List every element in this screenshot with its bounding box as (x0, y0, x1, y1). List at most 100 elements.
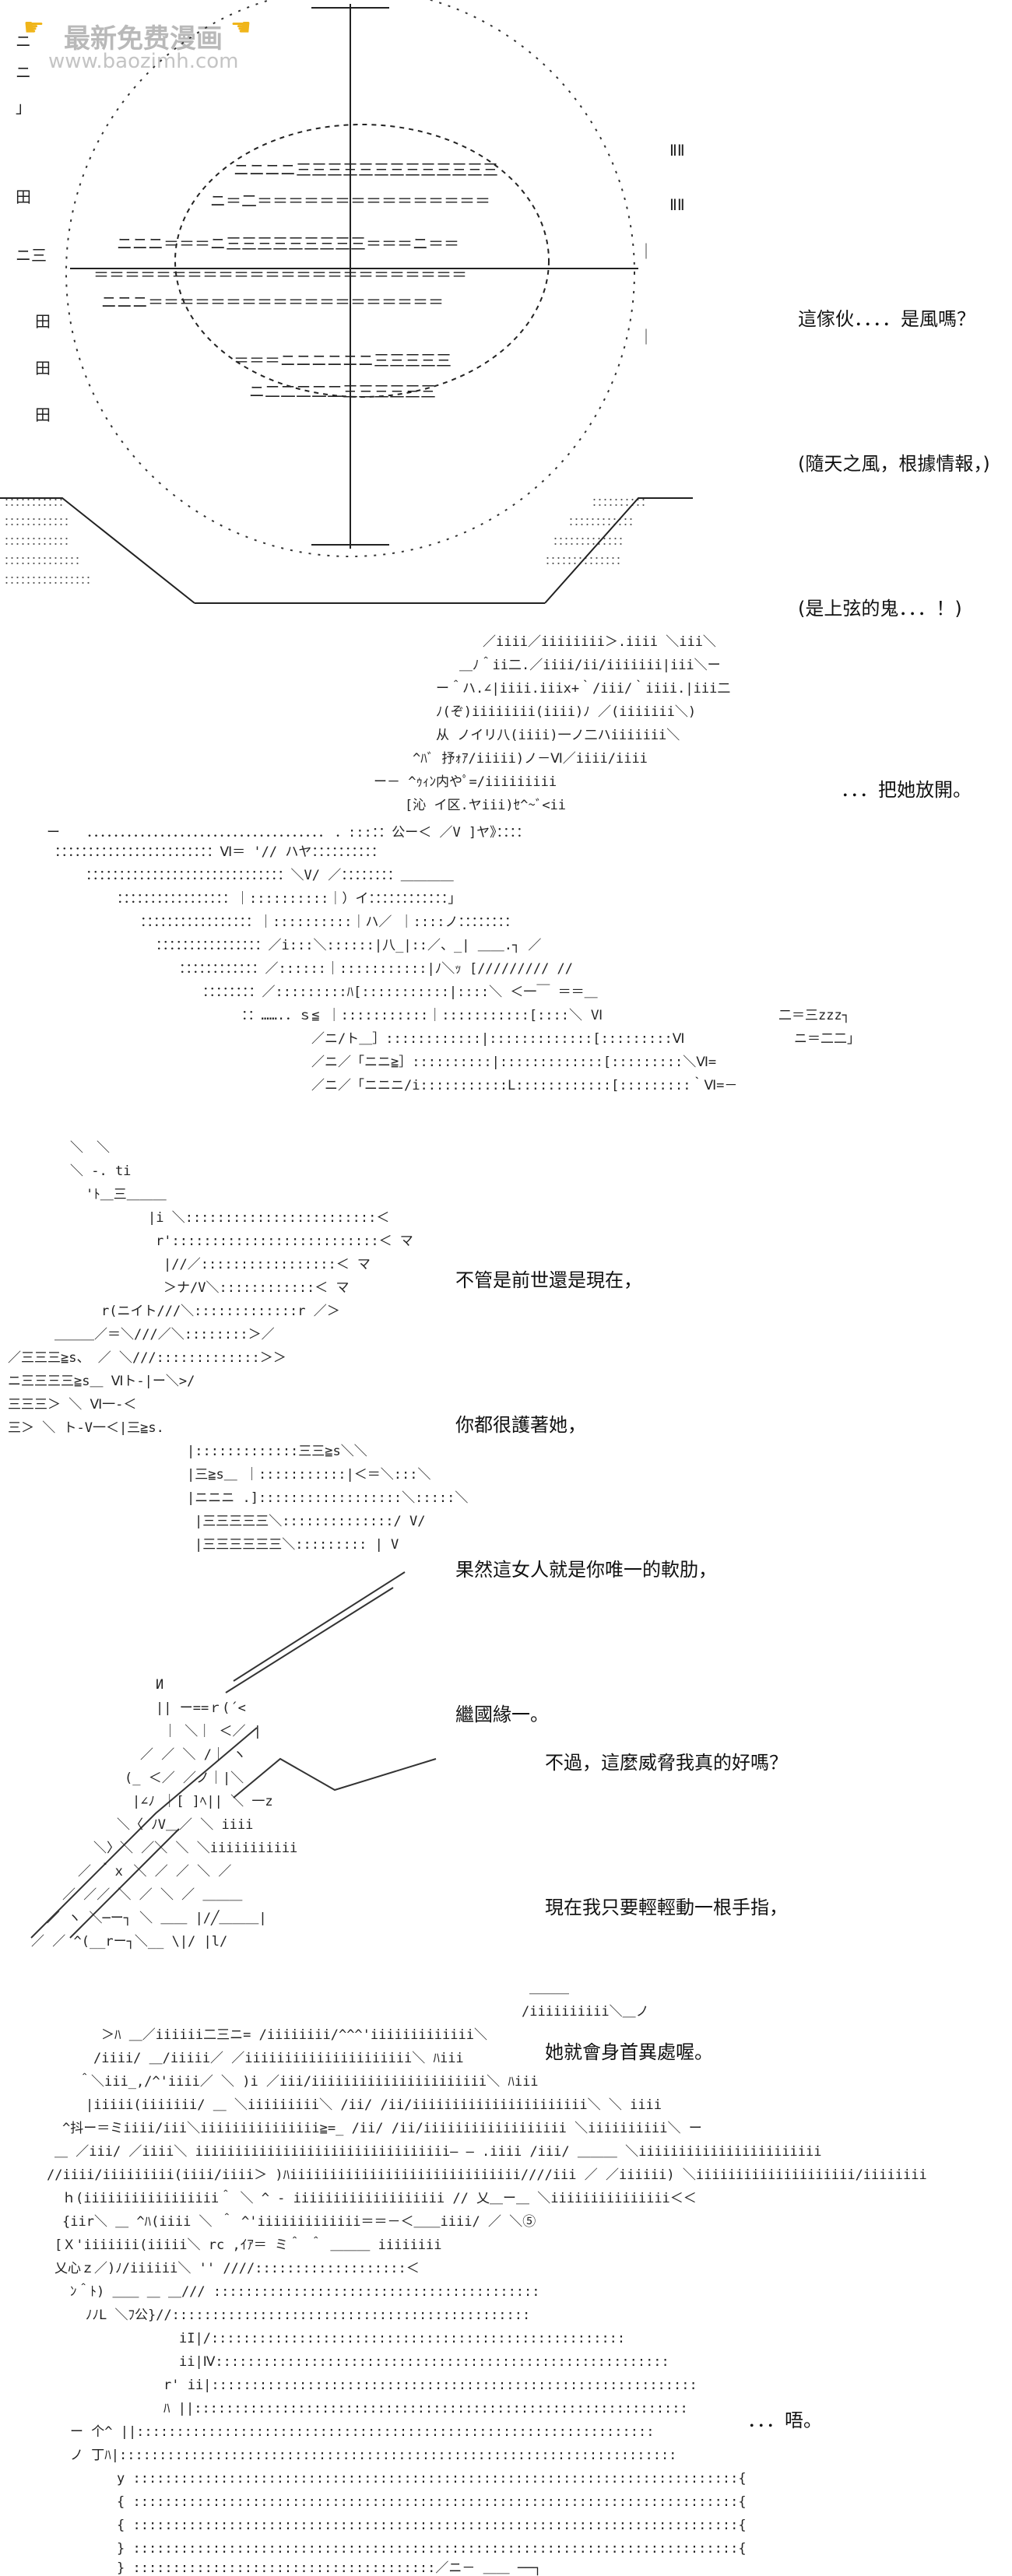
svg-text:乂心ｚ／)ﾉ/iiiiii＼ '' ////::::::::: 乂心ｚ／)ﾉ/iiiiii＼ '' ////::::::::::::::::::… (54, 2261, 420, 2276)
svg-text:从 ノイリ八(iiii)一ノ二ハiiiiiii＼: 从 ノイリ八(iiii)一ノ二ハiiiiiii＼ (436, 728, 680, 743)
svg-text:」: 」 (16, 98, 31, 117)
two-figures-illustration: ＿＿＿ /iiiiiiiiii＼＿ノ ＞ﾊ ＿／iiiiii二三ニ= /iiii… (47, 1981, 927, 2576)
svg-text:} ::::::::::::::::::::::::::::: } ::::::::::::::::::::::::::::::::::::::… (117, 2541, 747, 2557)
svg-text:ー－ ^ｩｨﾝ内やﾟ=/iiiiiiiii: ー－ ^ｩｨﾝ内やﾟ=/iiiiiiiii (374, 774, 557, 790)
dialog-line: ．．．把她放開。 (841, 779, 972, 801)
svg-text:ニニニニ三三三三三三三三三三三三三: ニニニニ三三三三三三三三三三三三三 (234, 160, 498, 179)
panel-4: И || ー==ｒ(´< ｜ ＼｜ ＜／ | ／ ／ ＼ /｜ ヽ (_ ＜／ … (0, 1556, 1012, 2063)
svg-text:：：：：：：：：：：：: ：：：：：：：：：：： (4, 497, 69, 509)
svg-text:＼〈 ﾉV＿／ ＼ iiii: ＼〈 ﾉV＿／ ＼ iiii (117, 1817, 253, 1833)
svg-text:＿＿＿／＝＼///／＼::::::::＞／: ＿＿＿／＝＼///／＼::::::::＞／ (54, 1327, 275, 1342)
svg-text:ニニニ＝＝＝＝＝＝＝＝＝＝＝＝＝＝＝＝＝＝＝: ニニニ＝＝＝＝＝＝＝＝＝＝＝＝＝＝＝＝＝＝＝ (101, 293, 444, 311)
svg-text:／ ／／ ＼ ／ ＼ ／ ＿＿＿: ／ ／／ ＼ ／ ＼ ／ ＿＿＿ (62, 1887, 242, 1903)
svg-text:：：：：：：：：：：：：：：：：: ：：：：：：：：：：：：：：：： (4, 574, 97, 587)
svg-text:ⅡⅡ: ⅡⅡ (669, 195, 685, 214)
svg-text:ー ．．．．．．．．．．．．．．．．．．．．．．．．．．．: ー ．．．．．．．．．．．．．．．．．．．．．．．．．．．．．．．．．．．． (47, 825, 332, 841)
svg-text:／ ヽ ＼─ー┐ ＼ ＿＿ |/╱＿＿＿|: ／ ヽ ＼─ー┐ ＼ ＿＿ |/╱＿＿＿| (47, 1910, 267, 1926)
svg-text:ﾝ＾ﾄ) ＿＿ ＿ ＿/// :::::::::::::::: ﾝ＾ﾄ) ＿＿ ＿ ＿/// :::::::::::::::::::::::::… (70, 2283, 540, 2300)
scope-illustration: ニニニニ三三三三三三三三三三三三三 ニ＝二＝＝＝＝＝＝＝＝＝＝＝＝＝＝＝ ニニニ… (0, 0, 693, 604)
svg-text:r(ニイト///＼:::::::::::::r ／＞: r(ニイト///＼:::::::::::::r ／＞ (101, 1304, 340, 1319)
svg-text:ニ: ニ (16, 63, 31, 82)
dialog-line: ．．．唔。 (747, 2409, 822, 2431)
svg-text:：：：：：：：：：：：：: ：：：：：：：：：：：： (4, 516, 75, 528)
sword-arm-illustration: ＼ ＼ ＼ -. ti 'ﾄ＿三＿＿＿ |i ＼::::::::::::::::… (8, 1140, 468, 1553)
svg-text:ニ三三三三≧s＿ Ⅵト-|ー＼>/: ニ三三三三≧s＿ Ⅵト-|ー＼>/ (8, 1374, 195, 1389)
svg-text:＼ -. ti: ＼ -. ti (70, 1163, 131, 1179)
watermark-title: 最新免费漫画 (64, 23, 223, 54)
svg-text:ニニニ＝＝＝ニ三三三三三三三三三＝＝＝ニ＝＝: ニニニ＝＝＝ニ三三三三三三三三三＝＝＝ニ＝＝ (117, 234, 459, 253)
svg-text:＼〉＼ ／＼ ＼ ＼iiiiiiiiiii: ＼〉＼ ／＼ ＼ ＼iiiiiiiiiii (93, 1841, 297, 1856)
svg-text:ニ: ニ (16, 32, 31, 51)
svg-text:田: 田 (35, 359, 51, 377)
svg-text:：：…….．ｓ≦ ｜:::::::::::｜::::::::: ：：…….．ｓ≦ ｜:::::::::::｜:::::::::::[::::＼ … (241, 1008, 603, 1023)
svg-text:ｈ(iiiiiiiiiiiiiiiii＾ ＼ ^ - iii: ｈ(iiiiiiiiiiiiiiiii＾ ＼ ^ - iiiiiiiiiiiii… (62, 2189, 697, 2206)
svg-text:｜: ｜ (638, 328, 654, 346)
svg-text:|三≧s＿ ｜:::::::::::|＜＝＼:::＼: |三≧s＿ ｜:::::::::::|＜＝＼:::＼ (187, 1467, 430, 1483)
svg-text:|| ー==ｒ(´<: || ー==ｒ(´< (156, 1700, 246, 1716)
svg-text:：：：：：：：：：：：：：：：：／i:::＼::::::|八: ：：：：：：：：：：：：：：：：／i:::＼::::::|八_|::／、_| ＿… (156, 938, 541, 953)
watermark-url: www.baozimh.com (48, 50, 239, 73)
svg-text:：：：：：：：：：：：：／::::::｜::::::::::: ：：：：：：：：：：：：／::::::｜:::::::::::|ﾉ＼ｯ [///… (179, 961, 573, 977)
svg-text:田: 田 (16, 188, 31, 206)
svg-text:ﾉﾉL ＼ﾌ公}//::::::::::::::::::::: ﾉﾉL ＼ﾌ公}//::::::::::::::::::::::::::::::… (86, 2308, 530, 2323)
svg-text:＼ ＼: ＼ ＼ (70, 1140, 110, 1156)
watermark: ☛ 最新免费漫画 ☚ www.baozimh.com (0, 0, 265, 86)
dialog-line: 繼國緣一。 (455, 1704, 549, 1725)
hand-point-right-icon: ☛ (23, 14, 44, 41)
svg-text:ニ三: ニ三 (16, 246, 47, 265)
blade-hand-illustration: И || ー==ｒ(´< ｜ ＼｜ ＜／ | ／ ／ ＼ /｜ ヽ (_ ＜／ … (30, 1571, 437, 1950)
svg-text:＝＝＝＝＝＝＝＝＝＝＝＝＝＝＝＝＝＝＝＝＝＝＝＝: ＝＝＝＝＝＝＝＝＝＝＝＝＝＝＝＝＝＝＝＝＝＝＝＝ (93, 265, 467, 284)
svg-text:／ニ/ト＿］::::::::::::|:::::::::::: ／ニ/ト＿］::::::::::::|:::::::::::::[:::::::… (311, 1031, 684, 1047)
svg-text:：：：：：：：：：：：：: ：：：：：：：：：：：： (4, 535, 75, 548)
panel-3: ＼ ＼ ＼ -. ti 'ﾄ＿三＿＿＿ |i ＼::::::::::::::::… (0, 1121, 1012, 1725)
svg-text:ニ二二二二二三三三三三三: ニ二二二二二三三三三三三 (249, 382, 436, 401)
svg-text:[沁 イ区.ヤiii)ｾ^~ﾞ<ii: [沁 イ区.ヤiii)ｾ^~ﾞ<ii (405, 798, 566, 813)
svg-text:ー 个^ ||:::::::::::::::::::::::: ー 个^ ||:::::::::::::::::::::::::::::::::… (70, 2424, 654, 2440)
svg-text:И: И (156, 1677, 163, 1693)
svg-text://iiii/iiiiiiiii(iiii/iiii＞ )ﾊ: //iiii/iiiiiiiii(iiii/iiii＞ )ﾊiiiiiiiiii… (47, 2167, 927, 2183)
svg-text:y ::::::::::::::::::::::::::::: y ::::::::::::::::::::::::::::::::::::::… (117, 2471, 747, 2487)
svg-text:|i ＼::::::::::::::::::::::::＜: |i ＼::::::::::::::::::::::::＜ (148, 1210, 389, 1226)
svg-text:／ ｀ｘ ＼ ／ ／ ＼ ／: ／ ｀ｘ ＼ ／ ／ ＼ ／ (78, 1862, 231, 1879)
svg-text:iI|/::::::::::::::::::::::::::: iI|/::::::::::::::::::::::::::::::::::::… (179, 2331, 625, 2346)
svg-text:{ ::::::::::::::::::::::::::::: { ::::::::::::::::::::::::::::::::::::::… (117, 2518, 747, 2533)
dialog-line: 現在我只要輕輕動一根手指， (545, 1897, 788, 1918)
svg-text:ⅡⅡ: ⅡⅡ (669, 141, 685, 160)
dialog-line: 你都很護著她， (455, 1414, 586, 1436)
svg-text:/iiiiiiiiii＼＿ノ: /iiiiiiiiii＼＿ノ (522, 2004, 649, 2020)
svg-text:田: 田 (35, 405, 51, 424)
svg-text:ー＾ハ.∠|iiii.iiix+｀/iii/｀iiii.|i: ー＾ハ.∠|iiii.iiix+｀/iii/｀iiii.|iii二 (436, 679, 730, 697)
svg-text:：：：：：：：：：：：：：：：：：｜::::::::::｜ハ: ：：：：：：：：：：：：：：：：：｜::::::::::｜ハ／ ｜::::ノ：：… (140, 914, 518, 930)
svg-text:^ﾊﾞ 抒ｫｱ/iiiii)ノ－Ⅵ／iiii/iiii: ^ﾊﾞ 抒ｫｱ/iiiii)ノ－Ⅵ／iiii/iiii (413, 751, 648, 767)
svg-text:|//／:::::::::::::::::＜ マ: |//／:::::::::::::::::＜ マ (163, 1257, 371, 1272)
svg-text:田: 田 (35, 312, 51, 331)
svg-text:|三三三三三三＼::::::::: | V: |三三三三三三＼::::::::: | V (195, 1537, 399, 1553)
panel-5: ＿＿＿ /iiiiiiiiii＼＿ノ ＞ﾊ ＿／iiiiii二三ニ= /iiii… (0, 1961, 1012, 2576)
svg-text:／iiii／iiiiiiii＞.iiii ＼iii＼: ／iiii／iiiiiiii＞.iiii ＼iii＼ (483, 634, 716, 650)
dialog-line: 果然這女人就是你唯一的軟肋， (455, 1559, 717, 1581)
svg-text:：：：：：：：：：：：：：：：：：：：：：：：：：：：：：：: ：：：：：：：：：：：：：：：：：：：：：：：：：：：：：：＼V/ ／：：：：：… (86, 868, 454, 883)
svg-text:／三三三≧s、 ／ ＼///:::::::::::::＞＞: ／三三三≧s、 ／ ＼///:::::::::::::＞＞ (8, 1350, 286, 1366)
svg-text:：：：：：：：：：：：：：：: ：：：：：：：：：：：：：： (545, 555, 627, 567)
svg-text:＿＿＿: ＿＿＿ (529, 1981, 569, 1996)
panel-2: ／iiii／iiiiiiii＞.iiii ＼iii＼ ＿ﾉ＾ii二.／iiii/… (0, 615, 1012, 1113)
svg-text:|ニニニ .]::::::::::::::::::＼::::: |ニニニ .]::::::::::::::::::＼:::::＼ (187, 1490, 468, 1506)
panel-1: ニニニニ三三三三三三三三三三三三三 ニ＝二＝＝＝＝＝＝＝＝＝＝＝＝＝＝＝ ニニニ… (0, 0, 1012, 619)
svg-text:：：：：：：：：：：：：: ：：：：：：：：：：：： (568, 516, 639, 528)
svg-text:三＞ ＼ ト-V一＜|三≧s.: 三＞ ＼ ト-V一＜|三≧s. (8, 1420, 164, 1436)
svg-text:：：：：：：：：／:::::::::ﾊ[::::::::::: ：：：：：：：：／:::::::::ﾊ[:::::::::::|::::＼ ＜一… (202, 984, 598, 1000)
svg-text:＿ﾉ＾ii二.／iiii/ii/iiiiiii|iii＼ー: ＿ﾉ＾ii二.／iiii/ii/iiiiiii|iii＼ー (459, 656, 721, 673)
svg-text:／ニ／「ニニ≧］::::::::::|:::::::::::: ／ニ／「ニニ≧］::::::::::|:::::::::::::[:::::::… (311, 1055, 716, 1070)
svg-text:：：：：：：：：：：：：：：：：：｜::::::::::｜）: ：：：：：：：：：：：：：：：：：｜::::::::::｜）イ：：：：：：：：：… (117, 891, 461, 907)
svg-text:：：：：：：：：：：：：：：: ：：：：：：：：：：：：：： (4, 555, 86, 567)
svg-text:{ ::::::::::::::::::::::::::::: { ::::::::::::::::::::::::::::::::::::::… (117, 2494, 747, 2510)
svg-text:r'::::::::::::::::::::::::::＜: r'::::::::::::::::::::::::::＜ マ (156, 1234, 413, 1249)
svg-text:} ::::::::::::::::::::::::::::: } ::::::::::::::::::::::::::::::::::::::… (117, 2560, 542, 2576)
svg-text:(_ ＜／ ／ノ｜|＼: (_ ＜／ ／ノ｜|＼ (125, 1771, 244, 1786)
svg-text:＾＼iii_,/^'iiii／ ＼ )i ／iii/iiii: ＾＼iii_,/^'iiii／ ＼ )i ／iii/iiiiiiiiiiiiii… (78, 2072, 539, 2090)
dialog-line: (是上弦的鬼．．．！) (798, 598, 962, 619)
svg-text:ニ＝二二」: ニ＝二二」 (794, 1031, 860, 1047)
dialog-line: 她就會身首異處喔。 (545, 2041, 713, 2063)
dialog-line: 不過，這麼威脅我真的好嗎？ (545, 1752, 788, 1774)
svg-text:｜ ＼｜ ＜／ |: ｜ ＼｜ ＜／ | (163, 1724, 262, 1739)
